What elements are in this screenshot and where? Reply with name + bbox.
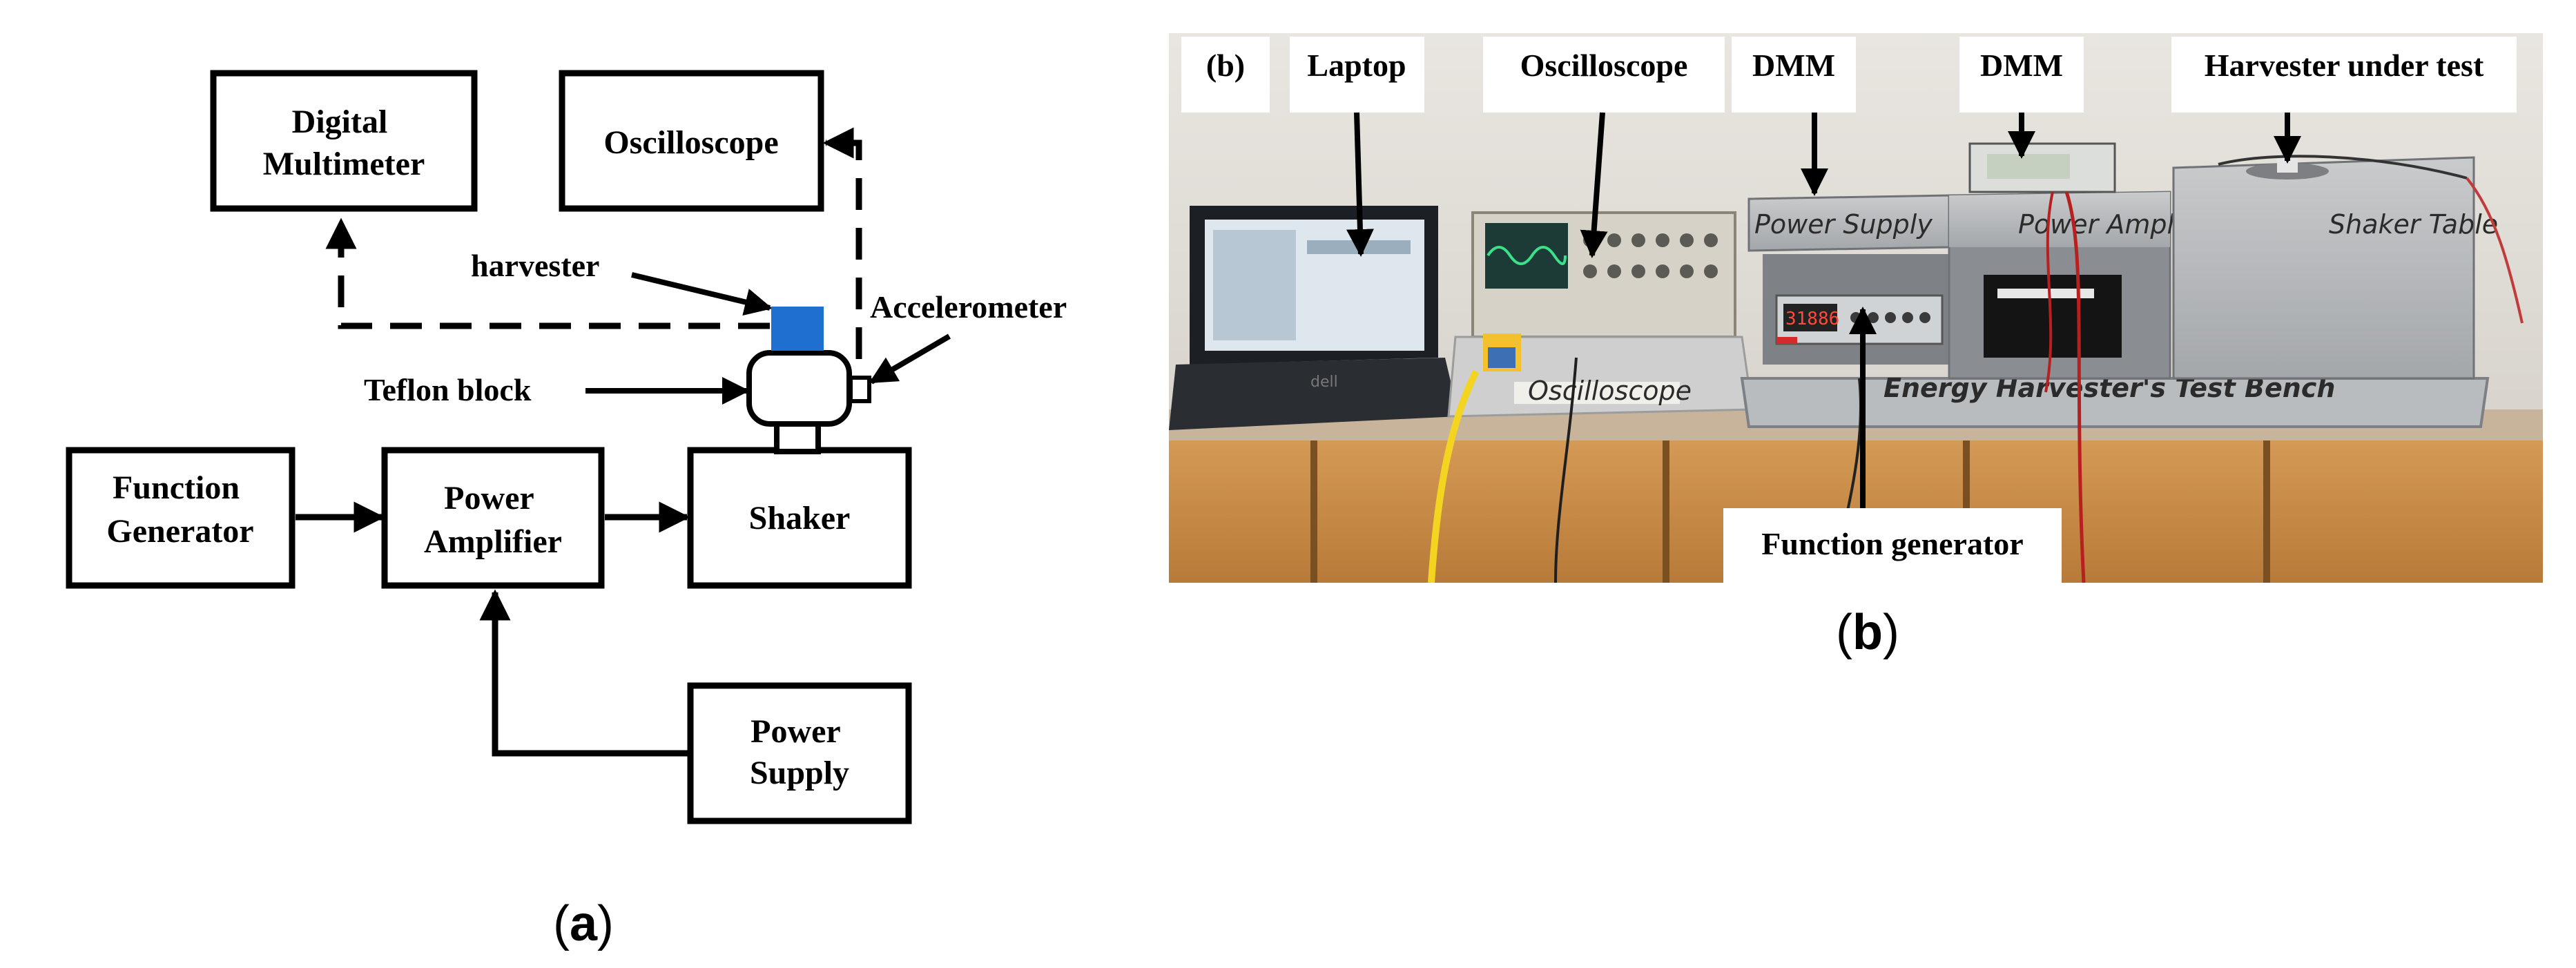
shaker-table-scene-text: Shaker Table: [2329, 209, 2498, 240]
laptop-device: dell: [1169, 206, 1459, 430]
power-amplifier-box: [381, 447, 605, 589]
photo-pointer-arrows: [1346, 112, 2301, 508]
generator-display-text: 31886: [1785, 309, 1839, 329]
accelerometer-shape: [849, 376, 871, 403]
oscilloscope-signal-connector: [822, 127, 862, 359]
shaker-table-cabinet: Shaker Table: [2172, 155, 2524, 380]
panel-b-caption-letter: b: [1852, 605, 1883, 660]
photo-panel-tag: (b): [1206, 48, 1245, 83]
dmm-tag-box-1: [1732, 37, 1856, 113]
power-amplifier-label-line-1: Power: [444, 480, 534, 516]
power-amplifier-label: Power Amplifier: [424, 480, 562, 560]
shaker-label: Shaker: [749, 500, 851, 536]
digital-multimeter-label-line-2: Multimeter: [263, 146, 425, 182]
harvester-under-test-tag: Harvester under test: [2205, 48, 2484, 83]
supply-to-amplifier-connector: [479, 589, 688, 757]
function-generator-label-line-1: Function: [113, 470, 240, 506]
power-supply-scene-text: Power Supply: [1754, 209, 1933, 240]
teflon-block-shape: [746, 350, 852, 427]
power-supply-label: Power Supply: [750, 713, 849, 791]
laptop-tag: Laptop: [1307, 48, 1406, 83]
connector-lines: [296, 127, 951, 757]
function-generator-tag-box: [1723, 508, 2062, 583]
power-amplifier-label-line-2: Amplifier: [424, 523, 562, 560]
photo-panel-tag-box: [1181, 37, 1270, 113]
power-supply-box: [687, 682, 912, 824]
laptop-pointer: [1346, 112, 1374, 257]
panel-b-caption: (b): [1836, 605, 1899, 660]
shaker-stem: [774, 420, 821, 454]
panel-a-caption-letter: a: [570, 896, 598, 951]
dmm-tag-1: DMM: [1752, 48, 1835, 83]
harvester-shape: [771, 307, 824, 351]
function-generator-box: [66, 447, 296, 589]
dmm-tag-box-2: [1959, 37, 2084, 113]
oscilloscope-plate-text: Oscilloscope: [1528, 376, 1692, 406]
function-generator-label: Function Generator: [106, 470, 253, 550]
photo-frame: dell Oscilloscope: [1169, 33, 2543, 583]
power-supply-label-line-1: Power: [750, 713, 840, 750]
oscilloscope-box: [559, 70, 824, 212]
power-amplifier-cabinet: Power Amplifier: [1948, 142, 2227, 583]
harvester-callout-arrow: [631, 272, 773, 316]
panel-b-photo: dell Oscilloscope: [1169, 33, 2543, 660]
teflon-block-callout-label: Teflon block: [364, 372, 532, 407]
accelerometer-callout-arrow: [869, 333, 951, 385]
power-supply-cabinet: Power Supply 31886: [1747, 194, 1950, 365]
oscilloscope-trace: [1486, 246, 1567, 265]
panel-a-diagram: Digital Multimeter Oscilloscope Function…: [66, 70, 1067, 951]
oscilloscope-pointer: [1580, 112, 1608, 258]
oscilloscope-tag-box: [1483, 37, 1725, 113]
oscilloscope-tag: Oscilloscope: [1520, 48, 1688, 83]
digital-multimeter-label: Digital Multimeter: [263, 104, 425, 182]
yellow-cable: [1428, 369, 1480, 583]
panel-a-caption: (a): [553, 896, 614, 951]
harvester-callout-label: harvester: [471, 248, 599, 283]
power-supply-label-line-2: Supply: [750, 755, 849, 791]
dmm-signal-connector: [325, 217, 770, 329]
digital-multimeter-box: [210, 70, 478, 212]
function-generator-tag: Function generator: [1761, 526, 2023, 561]
harvester-under-test-tag-box: [2171, 37, 2517, 113]
oscilloscope-device: Oscilloscope: [1447, 211, 1754, 418]
accelerometer-callout-label: Accelerometer: [870, 289, 1067, 325]
digital-multimeter-label-line-1: Digital: [292, 104, 388, 140]
laptop-tag-box: [1290, 37, 1424, 113]
oscilloscope-label: Oscilloscope: [603, 124, 778, 161]
function-generator-label-line-2: Generator: [106, 513, 253, 550]
laptop-brand-text: dell: [1310, 374, 1338, 391]
dmm-tag-2: DMM: [1980, 48, 2063, 83]
